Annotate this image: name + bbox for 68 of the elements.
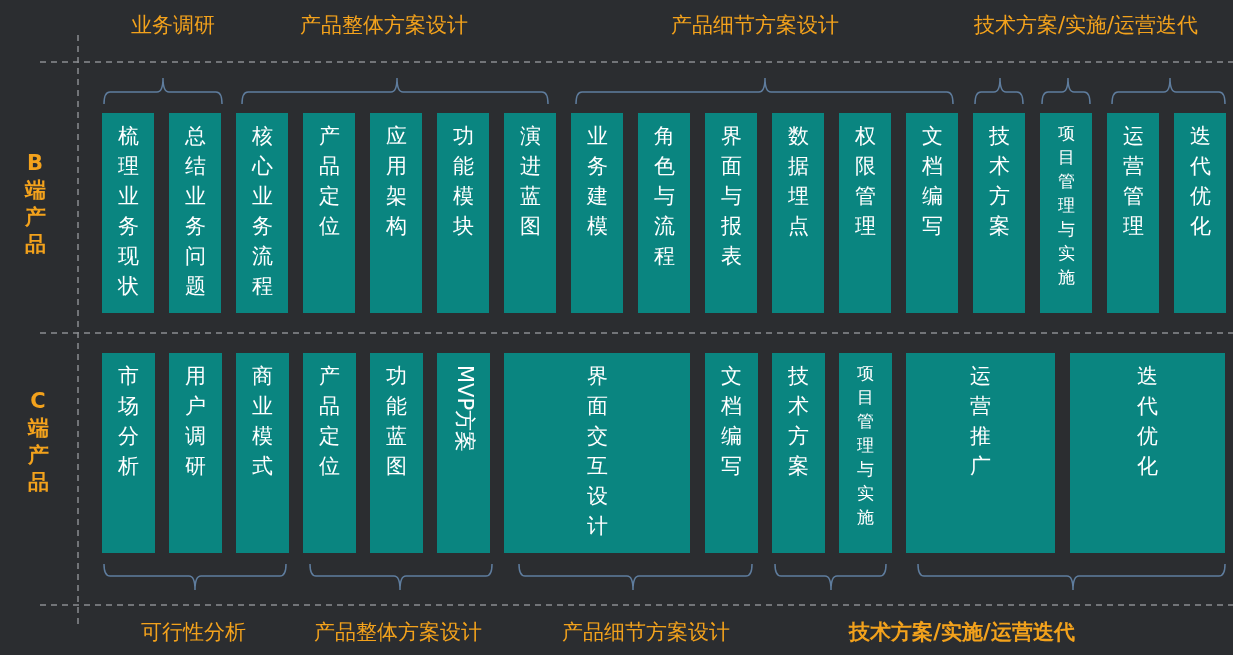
step-text: 界面与报表	[720, 123, 742, 270]
step-text: 数据埋点	[787, 123, 809, 240]
step-box	[236, 353, 289, 553]
step-text: 商业模式	[252, 363, 273, 480]
step-text: 文档编写	[721, 363, 742, 480]
step-box	[102, 113, 154, 313]
step-text: 迭代优化	[1137, 363, 1158, 480]
step-box	[504, 353, 690, 553]
step-text: 功能蓝图	[386, 363, 407, 480]
step-text: 产品定位	[319, 363, 340, 480]
step-box	[236, 113, 288, 313]
step-box	[906, 113, 958, 313]
step-box	[1040, 113, 1092, 313]
step-text: 总结业务问题	[184, 123, 206, 300]
step-text: 角色与流程	[653, 123, 675, 270]
step-text: 运营管理	[1122, 123, 1144, 240]
row-label: C端产品	[27, 388, 49, 496]
step-text: 权限管理	[854, 123, 876, 240]
step-box	[571, 113, 623, 313]
step-box	[1107, 113, 1159, 313]
step-text: 技术方案	[988, 123, 1010, 240]
step-box	[705, 353, 758, 553]
step-text: 市场分析	[118, 363, 139, 480]
step-text: 项目管理与实施	[1057, 122, 1075, 289]
step-box	[303, 353, 356, 553]
step-text: 项目管理与实施	[857, 362, 874, 529]
step-text: MVP方案	[453, 365, 474, 453]
row-label: B端产品	[24, 150, 46, 258]
step-box	[370, 353, 423, 553]
phase-heading: 产品整体方案设计	[300, 15, 468, 36]
step-box	[370, 113, 422, 313]
step-box	[638, 113, 690, 313]
step-text: 演进蓝图	[519, 123, 541, 240]
step-text: 核心业务流程	[251, 123, 273, 300]
step-box	[1070, 353, 1225, 553]
step-box	[169, 353, 222, 553]
step-text: 应用架构	[385, 123, 407, 240]
step-box	[437, 113, 489, 313]
phase-heading: 产品细节方案设计	[671, 15, 839, 36]
phase-heading: 产品整体方案设计	[314, 622, 482, 643]
step-box	[102, 353, 155, 553]
step-text: 用户调研	[185, 363, 206, 480]
step-box	[169, 113, 221, 313]
phase-heading: 业务调研	[131, 15, 215, 36]
step-box	[839, 113, 891, 313]
step-box	[705, 113, 757, 313]
step-box	[437, 353, 490, 553]
step-text: 梳理业务现状	[117, 123, 139, 300]
step-text: 界面交互设计	[586, 363, 608, 540]
step-text: 迭代优化	[1189, 123, 1211, 240]
step-box	[303, 113, 355, 313]
phase-heading: 可行性分析	[140, 622, 246, 643]
step-box	[973, 113, 1025, 313]
step-box	[772, 113, 824, 313]
step-text: 文档编写	[921, 123, 943, 240]
step-text: 运营推广	[970, 363, 991, 480]
step-box	[504, 113, 556, 313]
step-box	[839, 353, 892, 553]
phase-heading: 技术方案/实施/运营迭代	[849, 622, 1075, 643]
step-box	[906, 353, 1055, 553]
step-text: 技术方案	[788, 363, 809, 480]
step-text: 业务建模	[586, 123, 608, 240]
step-text: 产品定位	[318, 123, 340, 240]
phase-heading: 产品细节方案设计	[562, 622, 730, 643]
step-text: 功能模块	[452, 123, 474, 240]
step-box	[1174, 113, 1226, 313]
step-box	[772, 353, 825, 553]
phase-heading: 技术方案/实施/运营迭代	[973, 15, 1199, 36]
